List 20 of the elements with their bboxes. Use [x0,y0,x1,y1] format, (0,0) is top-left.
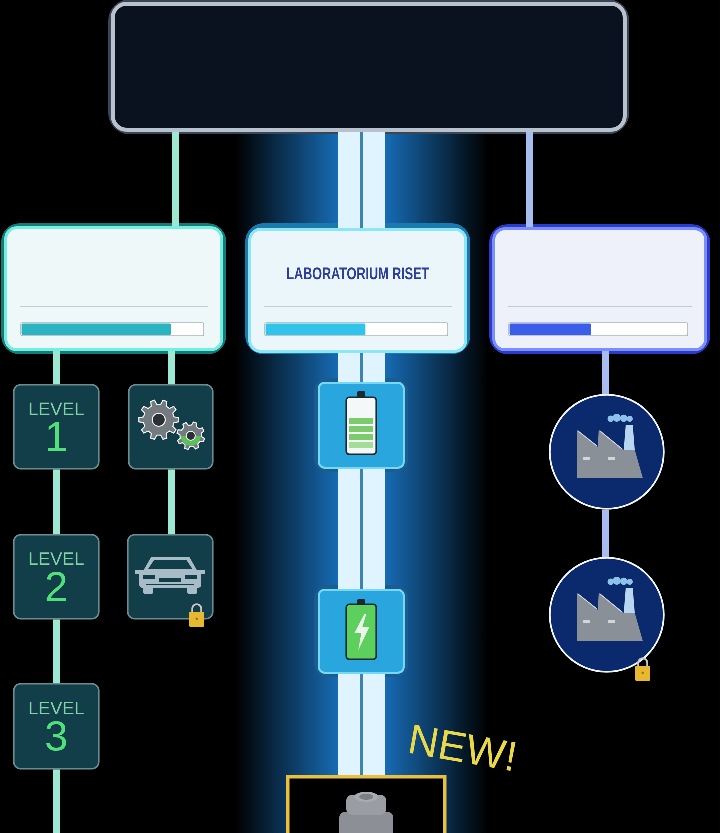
connector-line [168,470,176,534]
connector-line [338,132,386,228]
connector-line [338,469,386,589]
connector-line [602,510,610,558]
connector-line [54,770,60,833]
connector-line [602,352,610,394]
callout-text: NEW! [410,724,516,772]
level-tile: LEVEL 3 [13,683,100,770]
connector-line [526,132,534,228]
connector-line [54,352,60,384]
connector-line [338,674,386,776]
level-tile: LEVEL 2 [13,534,100,620]
connector-line [172,132,180,226]
connector-line [168,352,176,384]
info-card: LABORATORIUM RISET [246,224,470,354]
sign-board [108,0,630,134]
connector-line [338,353,386,382]
connector-line [54,620,60,684]
level-tile: LEVEL 1 [13,384,100,470]
connector-line [54,470,60,534]
